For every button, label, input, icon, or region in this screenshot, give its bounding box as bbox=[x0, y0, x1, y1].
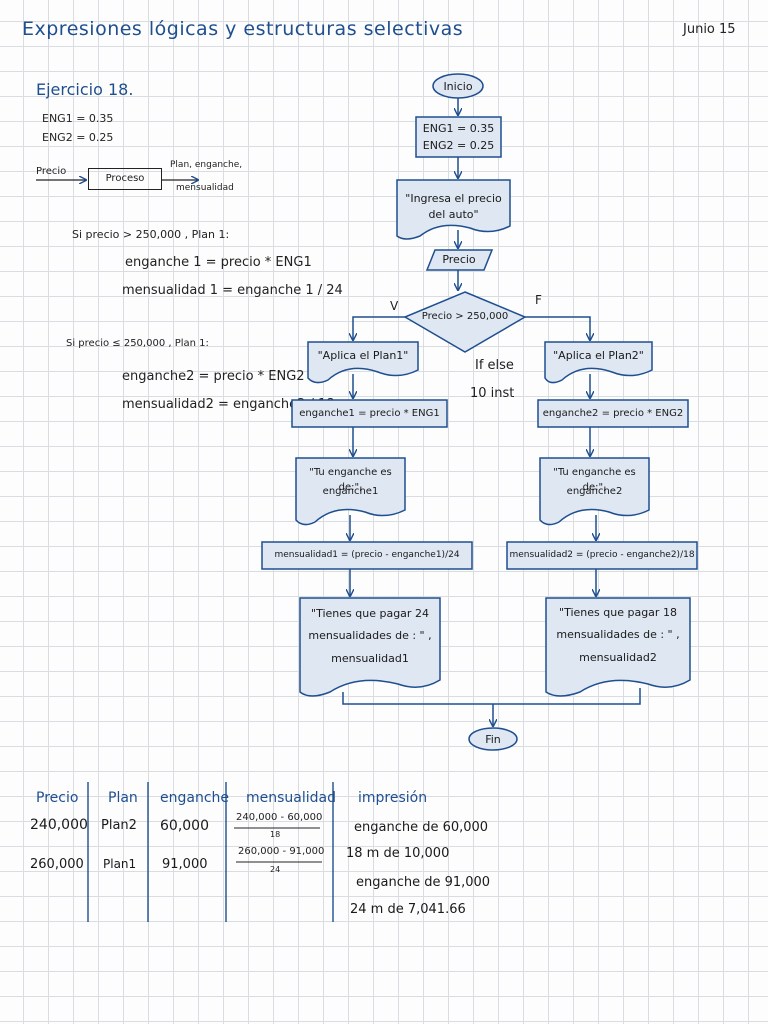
ipo-output-line-2: mensualidad bbox=[176, 183, 234, 193]
table-header-mensualidad: mensualidad bbox=[246, 790, 337, 806]
ipo-process-label: Proceso bbox=[105, 173, 145, 184]
note-line-2: 10 inst bbox=[470, 386, 515, 401]
false-label: F bbox=[535, 293, 542, 307]
decision-diamond bbox=[403, 291, 527, 353]
enganche1-output-line-2: enganche1 bbox=[322, 486, 379, 497]
input-label: Precio bbox=[442, 253, 476, 266]
exercise-title: Ejercicio 18. bbox=[36, 80, 134, 99]
row1-impresion-line-1: enganche de 60,000 bbox=[354, 820, 489, 835]
start-label: Inicio bbox=[443, 80, 473, 93]
final-left-line-3: mensualidad1 bbox=[331, 652, 409, 665]
ipo-process-box: Proceso bbox=[88, 168, 162, 190]
final-left-line-1: "Tienes que pagar 24 bbox=[311, 607, 429, 620]
init-process bbox=[415, 116, 502, 158]
final-output-left bbox=[299, 597, 441, 697]
enganche1-output bbox=[295, 457, 406, 526]
enganche2-output-line-2: enganche2 bbox=[566, 486, 623, 497]
calc-mensualidad1-label: mensualidad1 = (precio - enganche1)/24 bbox=[274, 550, 460, 560]
row2-plan: Plan1 bbox=[103, 857, 137, 871]
plan2-message-label: "Aplica el Plan2" bbox=[553, 349, 644, 362]
final-output-right bbox=[545, 597, 691, 697]
table-header-impresion: impresión bbox=[358, 790, 428, 806]
prompt-line-1: "Ingresa el precio bbox=[405, 192, 502, 205]
true-label: V bbox=[390, 299, 399, 313]
rule1-condition: Si precio > 250,000 , Plan 1: bbox=[72, 228, 230, 241]
prompt-output bbox=[396, 179, 511, 240]
calc-enganche2-label: enganche2 = precio * ENG2 bbox=[542, 408, 684, 419]
row1-impresion-line-2: 18 m de 10,000 bbox=[346, 846, 450, 861]
enganche2-output bbox=[539, 457, 650, 526]
calc-enganche2 bbox=[537, 399, 689, 428]
plan2-message bbox=[544, 341, 653, 384]
note-line-1: If else bbox=[475, 358, 514, 373]
end-label: Fin bbox=[485, 733, 501, 746]
init-line-2: ENG2 = 0.25 bbox=[422, 139, 495, 152]
row2-precio: 260,000 bbox=[30, 857, 84, 872]
enganche1-output-line-1: "Tu enganche es de:", bbox=[309, 467, 392, 493]
plan1-message bbox=[307, 341, 419, 384]
row1-enganche: 60,000 bbox=[160, 818, 209, 834]
calc-enganche1-label: enganche1 = precio * ENG1 bbox=[299, 408, 440, 419]
rule2-condition: Si precio ≤ 250,000 , Plan 1: bbox=[66, 338, 209, 349]
row2-mensualidad-numerator: 260,000 - 91,000 bbox=[238, 846, 325, 857]
row1-mensualidad-denominator: 18 bbox=[270, 830, 281, 839]
rule1-formula-1: enganche 1 = precio * ENG1 bbox=[125, 255, 312, 270]
final-right-line-3: mensualidad2 bbox=[579, 651, 657, 664]
enganche2-output-line-1: "Tu enganche es de:", bbox=[553, 467, 636, 493]
row2-enganche: 91,000 bbox=[162, 857, 208, 872]
calc-enganche1 bbox=[291, 399, 448, 428]
decision-label: Precio > 250,000 bbox=[421, 311, 509, 322]
merge-line-left bbox=[342, 692, 493, 705]
init-line-1: ENG1 = 0.35 bbox=[422, 122, 495, 135]
row2-impresion-line-1: enganche de 91,000 bbox=[356, 875, 491, 890]
false-branch-line bbox=[525, 316, 590, 340]
merge-line-right bbox=[493, 688, 641, 705]
true-branch-line bbox=[353, 316, 405, 340]
rule2-formula-2: mensualidad2 = enganche2 / 18 bbox=[122, 397, 335, 412]
row1-plan: Plan2 bbox=[101, 818, 137, 833]
page-title: Expresiones lógicas y estructuras select… bbox=[22, 18, 464, 40]
rule2-formula-1: enganche2 = precio * ENG2 bbox=[122, 369, 305, 384]
page-date: Junio 15 bbox=[683, 22, 736, 37]
calc-mensualidad2 bbox=[506, 541, 698, 570]
table-header-plan: Plan bbox=[108, 790, 138, 806]
final-right-line-1: "Tienes que pagar 18 bbox=[559, 606, 677, 619]
table-header-precio: Precio bbox=[36, 790, 79, 806]
final-left-line-2: mensualidades de : " , bbox=[308, 629, 432, 642]
row2-mensualidad-denominator: 24 bbox=[270, 865, 281, 874]
input-parallelogram bbox=[425, 249, 494, 271]
final-right-line-2: mensualidades de : " , bbox=[556, 628, 680, 641]
calc-mensualidad2-label: mensualidad2 = (precio - enganche2)/18 bbox=[509, 550, 695, 560]
ipo-input-label: Precio bbox=[36, 166, 67, 177]
ipo-output-line-1: Plan, enganche, bbox=[170, 160, 243, 170]
end-terminal bbox=[468, 727, 518, 751]
row1-precio: 240,000 bbox=[30, 817, 88, 833]
eng1-constant: ENG1 = 0.35 bbox=[42, 112, 114, 125]
plan1-message-label: "Aplica el Plan1" bbox=[317, 349, 409, 362]
calc-mensualidad1 bbox=[261, 541, 473, 570]
rule1-formula-2: mensualidad 1 = enganche 1 / 24 bbox=[122, 283, 343, 298]
prompt-line-2: del auto" bbox=[428, 208, 479, 221]
row2-impresion-line-2: 24 m de 7,041.66 bbox=[350, 902, 466, 917]
table-header-enganche: enganche bbox=[160, 790, 230, 806]
eng2-constant: ENG2 = 0.25 bbox=[42, 131, 114, 144]
row1-mensualidad-numerator: 240,000 - 60,000 bbox=[236, 812, 323, 823]
